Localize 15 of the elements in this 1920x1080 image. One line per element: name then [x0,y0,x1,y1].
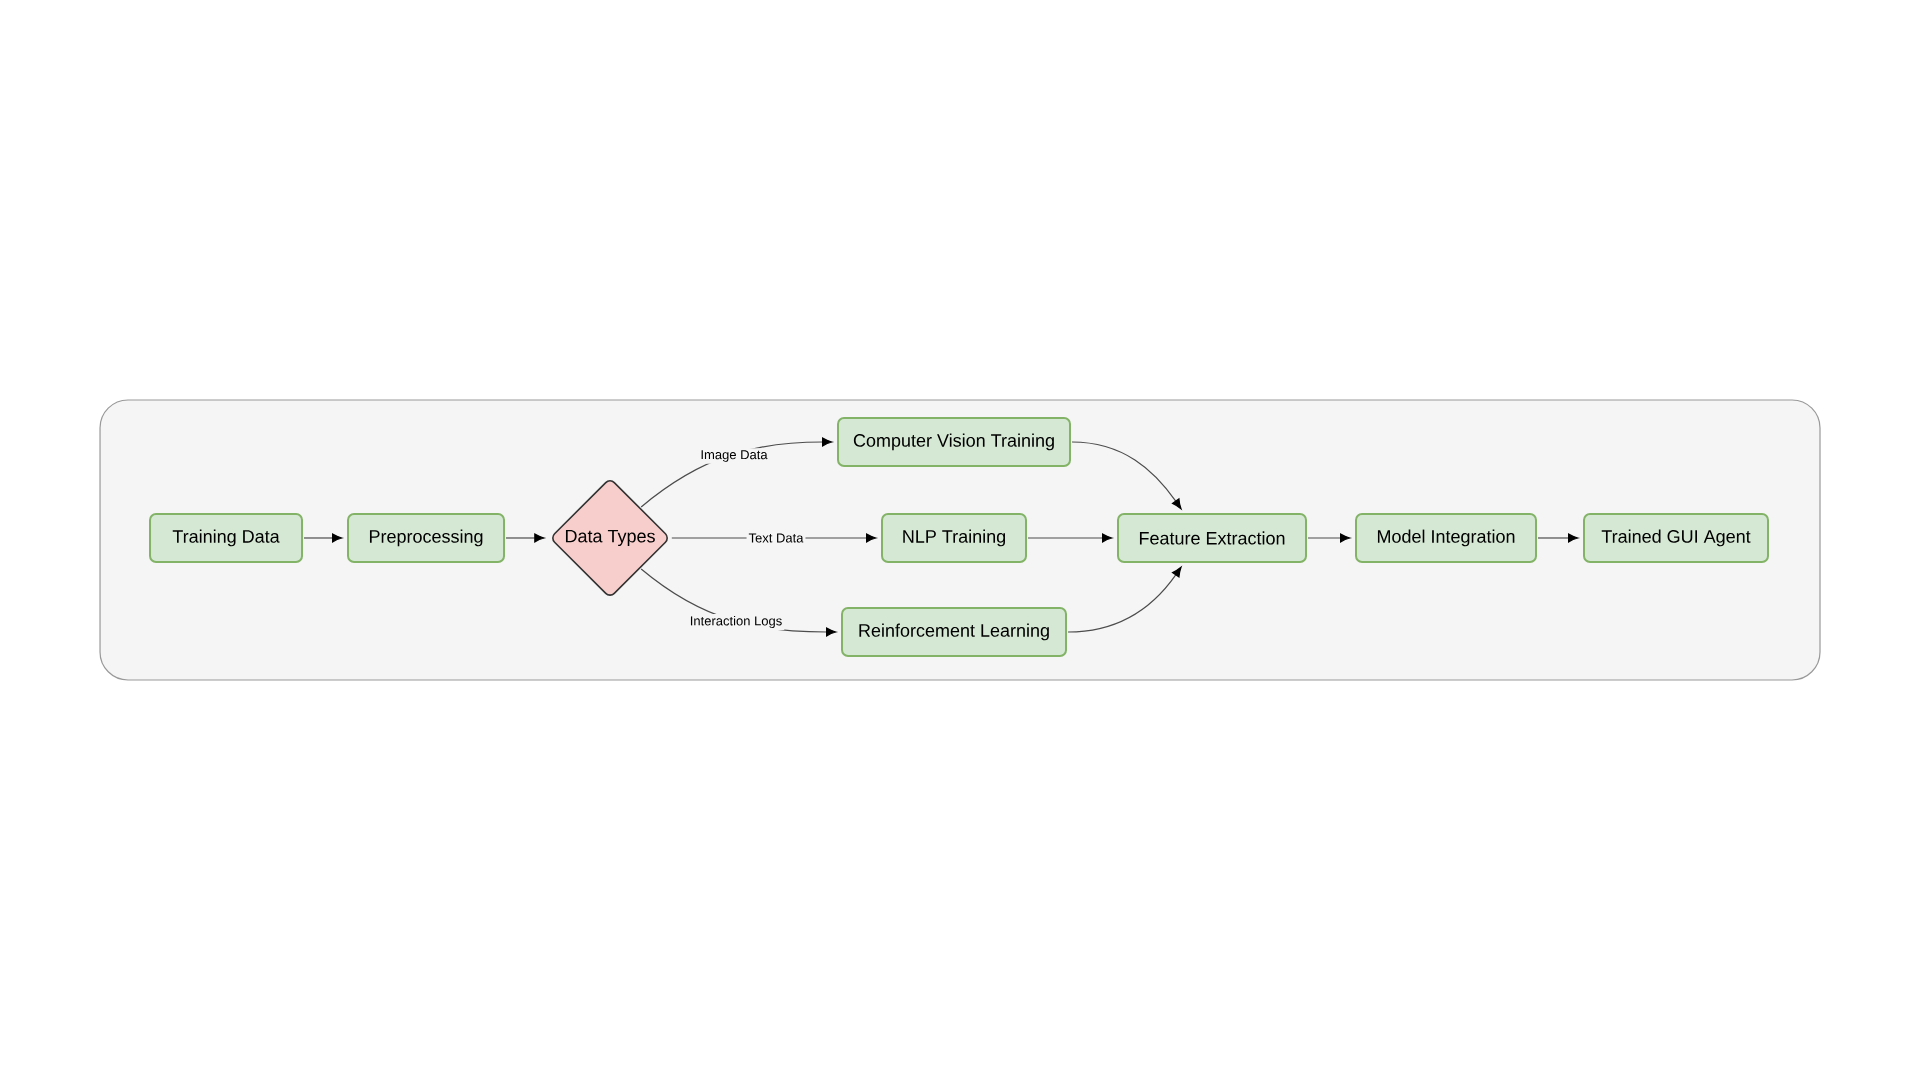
arrow [303,533,343,543]
arrow [1067,566,1182,633]
process-box: Preprocessing [347,513,505,563]
process-box: Trained GUI Agent [1583,513,1769,563]
arrow [1307,533,1351,543]
process-box: Computer Vision Training [837,417,1071,467]
arrow [1027,533,1113,543]
process-box: Reinforcement Learning [841,607,1067,657]
process-box: Feature Extraction [1117,513,1307,563]
process-box: NLP Training [881,513,1027,563]
process-box: Training Data [149,513,303,563]
arrow [1071,441,1182,510]
arrow [505,533,545,543]
process-box: Model Integration [1355,513,1537,563]
arrow [1537,533,1579,543]
